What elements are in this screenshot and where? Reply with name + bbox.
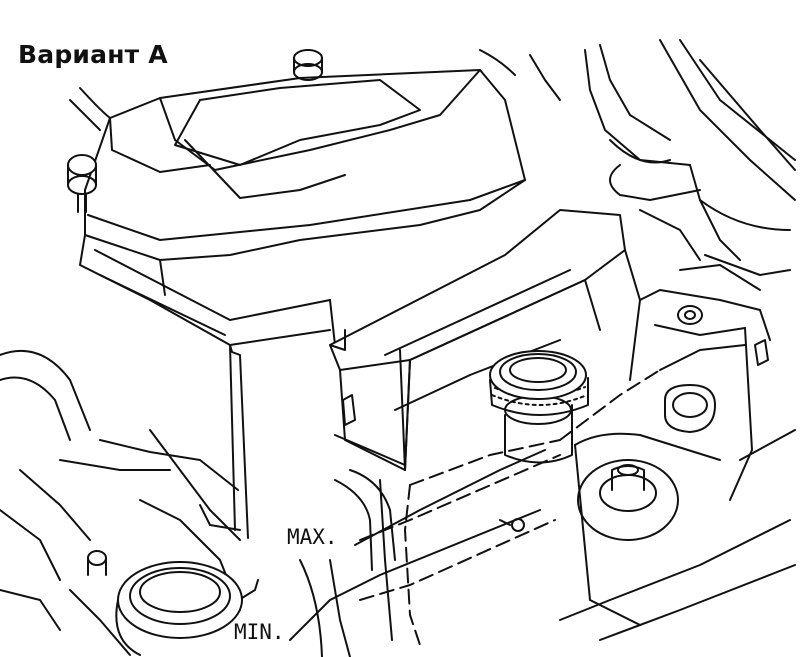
diagram-title: Вариант А [18, 40, 168, 69]
leader-lines [289, 449, 546, 641]
terminal-bolt-left [67, 154, 97, 213]
strut-tower [559, 289, 796, 641]
battery [79, 69, 526, 539]
reservoir-tank [359, 369, 661, 646]
fuse-box [329, 209, 641, 471]
reservoir-cap [489, 350, 589, 464]
terminal-bolt-right [293, 49, 323, 81]
radiator-cap [69, 550, 259, 656]
min-level-label: MIN. [234, 620, 285, 644]
hoses-upper-right [479, 39, 796, 291]
max-level-label: MAX. [287, 525, 338, 549]
hoses-center [299, 469, 396, 657]
